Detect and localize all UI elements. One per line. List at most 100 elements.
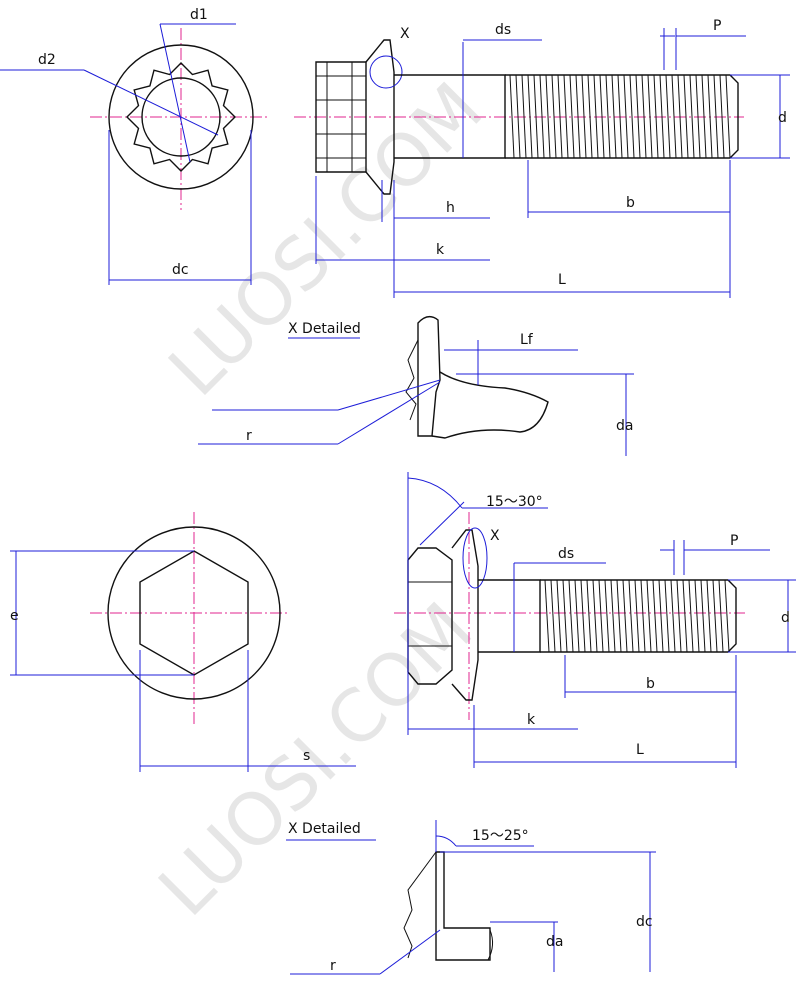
thread-line <box>568 579 574 653</box>
twelve-point-profile <box>126 62 236 172</box>
thread-line <box>700 579 706 653</box>
b-label-2: b <box>646 676 655 692</box>
thread-line <box>647 74 653 159</box>
l-label: L <box>558 272 566 288</box>
thread-line <box>581 74 587 159</box>
thread-line <box>724 579 730 653</box>
flange-outer-circle <box>108 44 254 190</box>
thread-line <box>664 579 670 653</box>
thread-line <box>563 74 569 159</box>
flange <box>365 39 395 195</box>
b-label: b <box>626 195 635 211</box>
d1-label: d1 <box>190 7 208 23</box>
twelve-point-end-view: d1 d2 dc <box>0 7 268 285</box>
shank <box>394 74 506 159</box>
detail-1-title: X Detailed <box>288 321 361 337</box>
r-label-2: r <box>330 958 336 974</box>
p-label: P <box>713 18 721 34</box>
thread-line <box>575 74 581 159</box>
thread-line <box>586 579 592 653</box>
detail-1-shank <box>431 371 549 439</box>
thread-line <box>640 579 646 653</box>
hex-shank <box>478 579 541 653</box>
thread-line <box>562 579 568 653</box>
thread-line <box>634 579 640 653</box>
thread-line <box>665 74 671 159</box>
thread-line <box>599 74 605 159</box>
thread-line <box>527 74 533 159</box>
thread-line <box>659 74 665 159</box>
thread-line <box>544 579 550 653</box>
thread-line <box>574 579 580 653</box>
hex-flange <box>451 529 479 701</box>
hex-thread-lines <box>544 579 730 653</box>
angle-arc <box>407 477 463 509</box>
detail-x-view-2: X Detailed 15～25° dc da r <box>286 820 656 975</box>
p-label-2: P <box>730 533 738 549</box>
hex-detail-x-circle <box>462 527 488 589</box>
thread-line <box>598 579 604 653</box>
detail-2-break-left <box>403 851 437 959</box>
hex-thread-outline <box>540 579 737 653</box>
thread-line <box>610 579 616 653</box>
thread-line <box>550 579 556 653</box>
thread-line <box>658 579 664 653</box>
detail-1-flange <box>417 315 441 437</box>
thread-line <box>706 579 712 653</box>
detail-2-break-right <box>487 929 494 961</box>
x-label: X <box>400 26 410 42</box>
h-label: h <box>446 200 455 216</box>
detail-2-title: X Detailed <box>288 821 361 837</box>
r-leader-2 <box>337 381 441 445</box>
x-label-2: X <box>490 528 500 544</box>
thread-line <box>569 74 575 159</box>
thread-line <box>695 74 701 159</box>
thread-line <box>629 74 635 159</box>
d2-leader <box>83 69 219 136</box>
thread-line <box>701 74 707 159</box>
thread-line <box>623 74 629 159</box>
d2-label: d2 <box>38 52 56 68</box>
thread-line <box>677 74 683 159</box>
angle-line <box>419 501 465 546</box>
ds-label: ds <box>495 22 511 38</box>
thread-line <box>611 74 617 159</box>
thread-line <box>604 579 610 653</box>
thread-line <box>670 579 676 653</box>
thread-line <box>628 579 634 653</box>
hex-flange-circle <box>107 526 281 700</box>
e-label: e <box>10 608 19 624</box>
watermark: LUOSI.COM LUOSI.COM <box>143 66 499 932</box>
thread-line <box>539 74 545 159</box>
thread-line <box>533 74 539 159</box>
lf-label: Lf <box>520 332 534 348</box>
d-label-2: d <box>781 610 790 626</box>
thread-line <box>509 74 515 159</box>
thread-line <box>676 579 682 653</box>
thread-line <box>652 579 658 653</box>
d1-leader <box>159 23 191 163</box>
twelve-point-side-view: X ds P d h b k L <box>294 18 790 298</box>
thread-line <box>617 74 623 159</box>
thread-line <box>707 74 713 159</box>
dc-label-2: dc <box>636 914 653 930</box>
thread-line <box>719 74 725 159</box>
thread-outline <box>505 74 739 159</box>
thread-line <box>635 74 641 159</box>
r-leader-1 <box>337 379 441 411</box>
detail-x-circle <box>369 55 403 89</box>
thread-line <box>580 579 586 653</box>
thread-line <box>718 579 724 653</box>
hex-end-view: e s <box>10 512 356 772</box>
thread-line <box>521 74 527 159</box>
r-leader-2-diag <box>379 929 441 975</box>
thread-line <box>587 74 593 159</box>
angle-label-2: 15～25° <box>472 828 529 844</box>
hex-side-view: 15～30° X ds P d b k L <box>394 472 796 768</box>
detail-1-break <box>405 339 419 421</box>
thread-line <box>653 74 659 159</box>
thread-line <box>694 579 700 653</box>
thread-line <box>671 74 677 159</box>
thread-line <box>725 74 731 159</box>
